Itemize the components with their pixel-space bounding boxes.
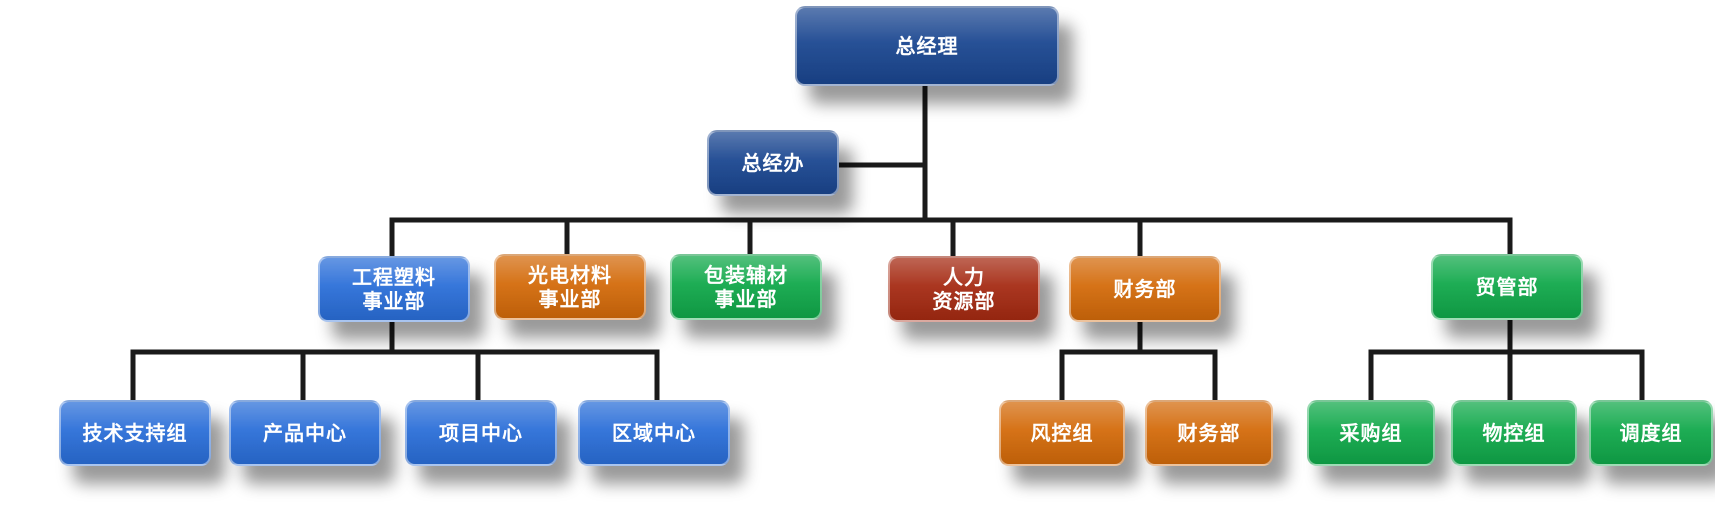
node-engineering-plastics[interactable]: 工程塑料 事业部 <box>318 256 470 322</box>
node-dispatch[interactable]: 调度组 <box>1589 400 1713 466</box>
node-product-center[interactable]: 产品中心 <box>229 400 381 466</box>
node-procurement[interactable]: 采购组 <box>1307 400 1435 466</box>
node-general-manager[interactable]: 总经理 <box>795 6 1059 86</box>
node-optoelectronic-materials[interactable]: 光电材料 事业部 <box>494 254 646 320</box>
node-finance[interactable]: 财务部 <box>1069 256 1221 322</box>
node-project-center[interactable]: 项目中心 <box>405 400 557 466</box>
node-hr[interactable]: 人力 资源部 <box>888 256 1040 322</box>
node-material-control[interactable]: 物控组 <box>1451 400 1577 466</box>
node-finance-sub[interactable]: 财务部 <box>1145 400 1273 466</box>
node-risk-control[interactable]: 风控组 <box>999 400 1125 466</box>
node-gm-office[interactable]: 总经办 <box>707 130 839 196</box>
node-tech-support[interactable]: 技术支持组 <box>59 400 211 466</box>
node-trade-management[interactable]: 贸管部 <box>1431 254 1583 320</box>
node-packaging-materials[interactable]: 包装辅材 事业部 <box>670 254 822 320</box>
node-regional-center[interactable]: 区域中心 <box>578 400 730 466</box>
